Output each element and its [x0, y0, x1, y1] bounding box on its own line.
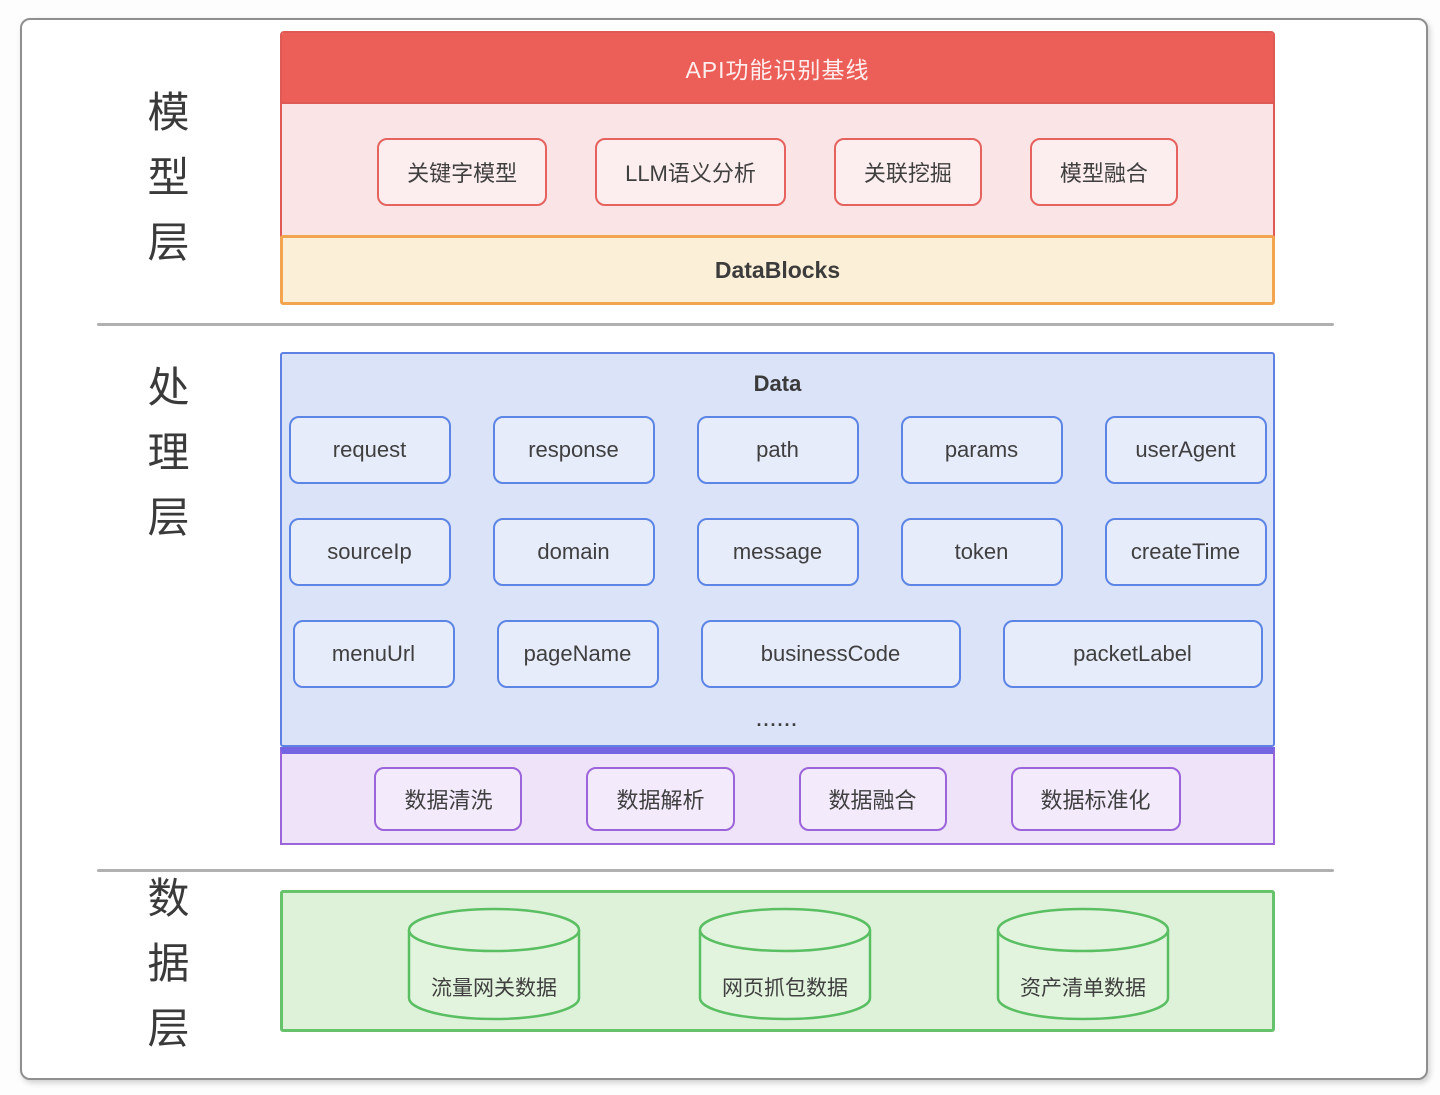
chip-token: token: [900, 518, 1063, 586]
database-traffic-gateway: 流量网关数据: [405, 906, 583, 1022]
chip-data-standardization: 数据标准化: [1010, 766, 1181, 831]
chip-domain: domain: [492, 518, 655, 586]
process-layer-label: 处理层: [142, 365, 189, 560]
chip-path: path: [696, 416, 859, 484]
data-layer-box: 流量网关数据 网页抓包数据 资产清单数据: [280, 890, 1275, 1032]
data-field-row: sourceIp domain message token createTime: [282, 518, 1273, 586]
chip-data-fusion: 数据融合: [798, 766, 947, 831]
api-baseline-header: API功能识别基线: [282, 33, 1273, 104]
chip-data-parsing: 数据解析: [586, 766, 735, 831]
chip-packetlabel: packetLabel: [1002, 620, 1263, 688]
chip-keyword-model: 关键字模型: [377, 138, 548, 206]
chip-model-fusion: 模型融合: [1029, 138, 1178, 206]
cylinder-label: 网页抓包数据: [722, 977, 848, 1000]
chip-sourceip: sourceIp: [288, 518, 451, 586]
data-field-row: request response path params userAgent: [282, 416, 1273, 484]
chip-businesscode: businessCode: [700, 620, 961, 688]
chip-llm-semantic: LLM语义分析: [595, 138, 786, 206]
chip-useragent: userAgent: [1104, 416, 1267, 484]
data-title: Data: [753, 371, 802, 396]
chip-menuurl: menuUrl: [292, 620, 455, 688]
cylinder-label: 资产清单数据: [1020, 977, 1146, 1000]
process-layer-box: Data request response path params userAg…: [280, 352, 1275, 747]
model-layer-label: 模型层: [142, 90, 189, 285]
model-chip-row: 关键字模型 LLM语义分析 关联挖掘 模型融合: [282, 104, 1273, 238]
divider-model-process: [97, 323, 1334, 326]
chip-createtime: createTime: [1104, 518, 1267, 586]
database-web-capture: 网页抓包数据: [696, 906, 874, 1022]
divider-process-data: [97, 869, 1334, 872]
data-layer-label: 数据层: [142, 876, 189, 1071]
database-cylinder-icon: [996, 907, 1170, 1021]
chip-request: request: [288, 416, 451, 484]
more-fields-ellipsis: ......: [756, 710, 799, 730]
database-asset-inventory: 资产清单数据: [994, 906, 1172, 1022]
chip-response: response: [492, 416, 655, 484]
chip-data-cleaning: 数据清洗: [374, 766, 523, 831]
chip-message: message: [696, 518, 859, 586]
database-cylinder-icon: [698, 907, 872, 1021]
cylinder-label: 流量网关数据: [431, 977, 557, 1000]
datablocks-band: DataBlocks: [280, 235, 1275, 305]
model-layer-box: API功能识别基线 关键字模型 LLM语义分析 关联挖掘 模型融合: [280, 31, 1275, 240]
data-processing-band: 数据清洗 数据解析 数据融合 数据标准化: [280, 747, 1275, 845]
chip-relation-mining: 关联挖掘: [833, 138, 982, 206]
chip-params: params: [900, 416, 1063, 484]
data-field-row: menuUrl pageName businessCode packetLabe…: [282, 620, 1273, 688]
diagram-card: 模型层 处理层 数据层 API功能识别基线 关键字模型 LLM语义分析 关联挖掘…: [20, 18, 1428, 1080]
database-cylinder-icon: [407, 907, 581, 1021]
chip-pagename: pageName: [496, 620, 659, 688]
